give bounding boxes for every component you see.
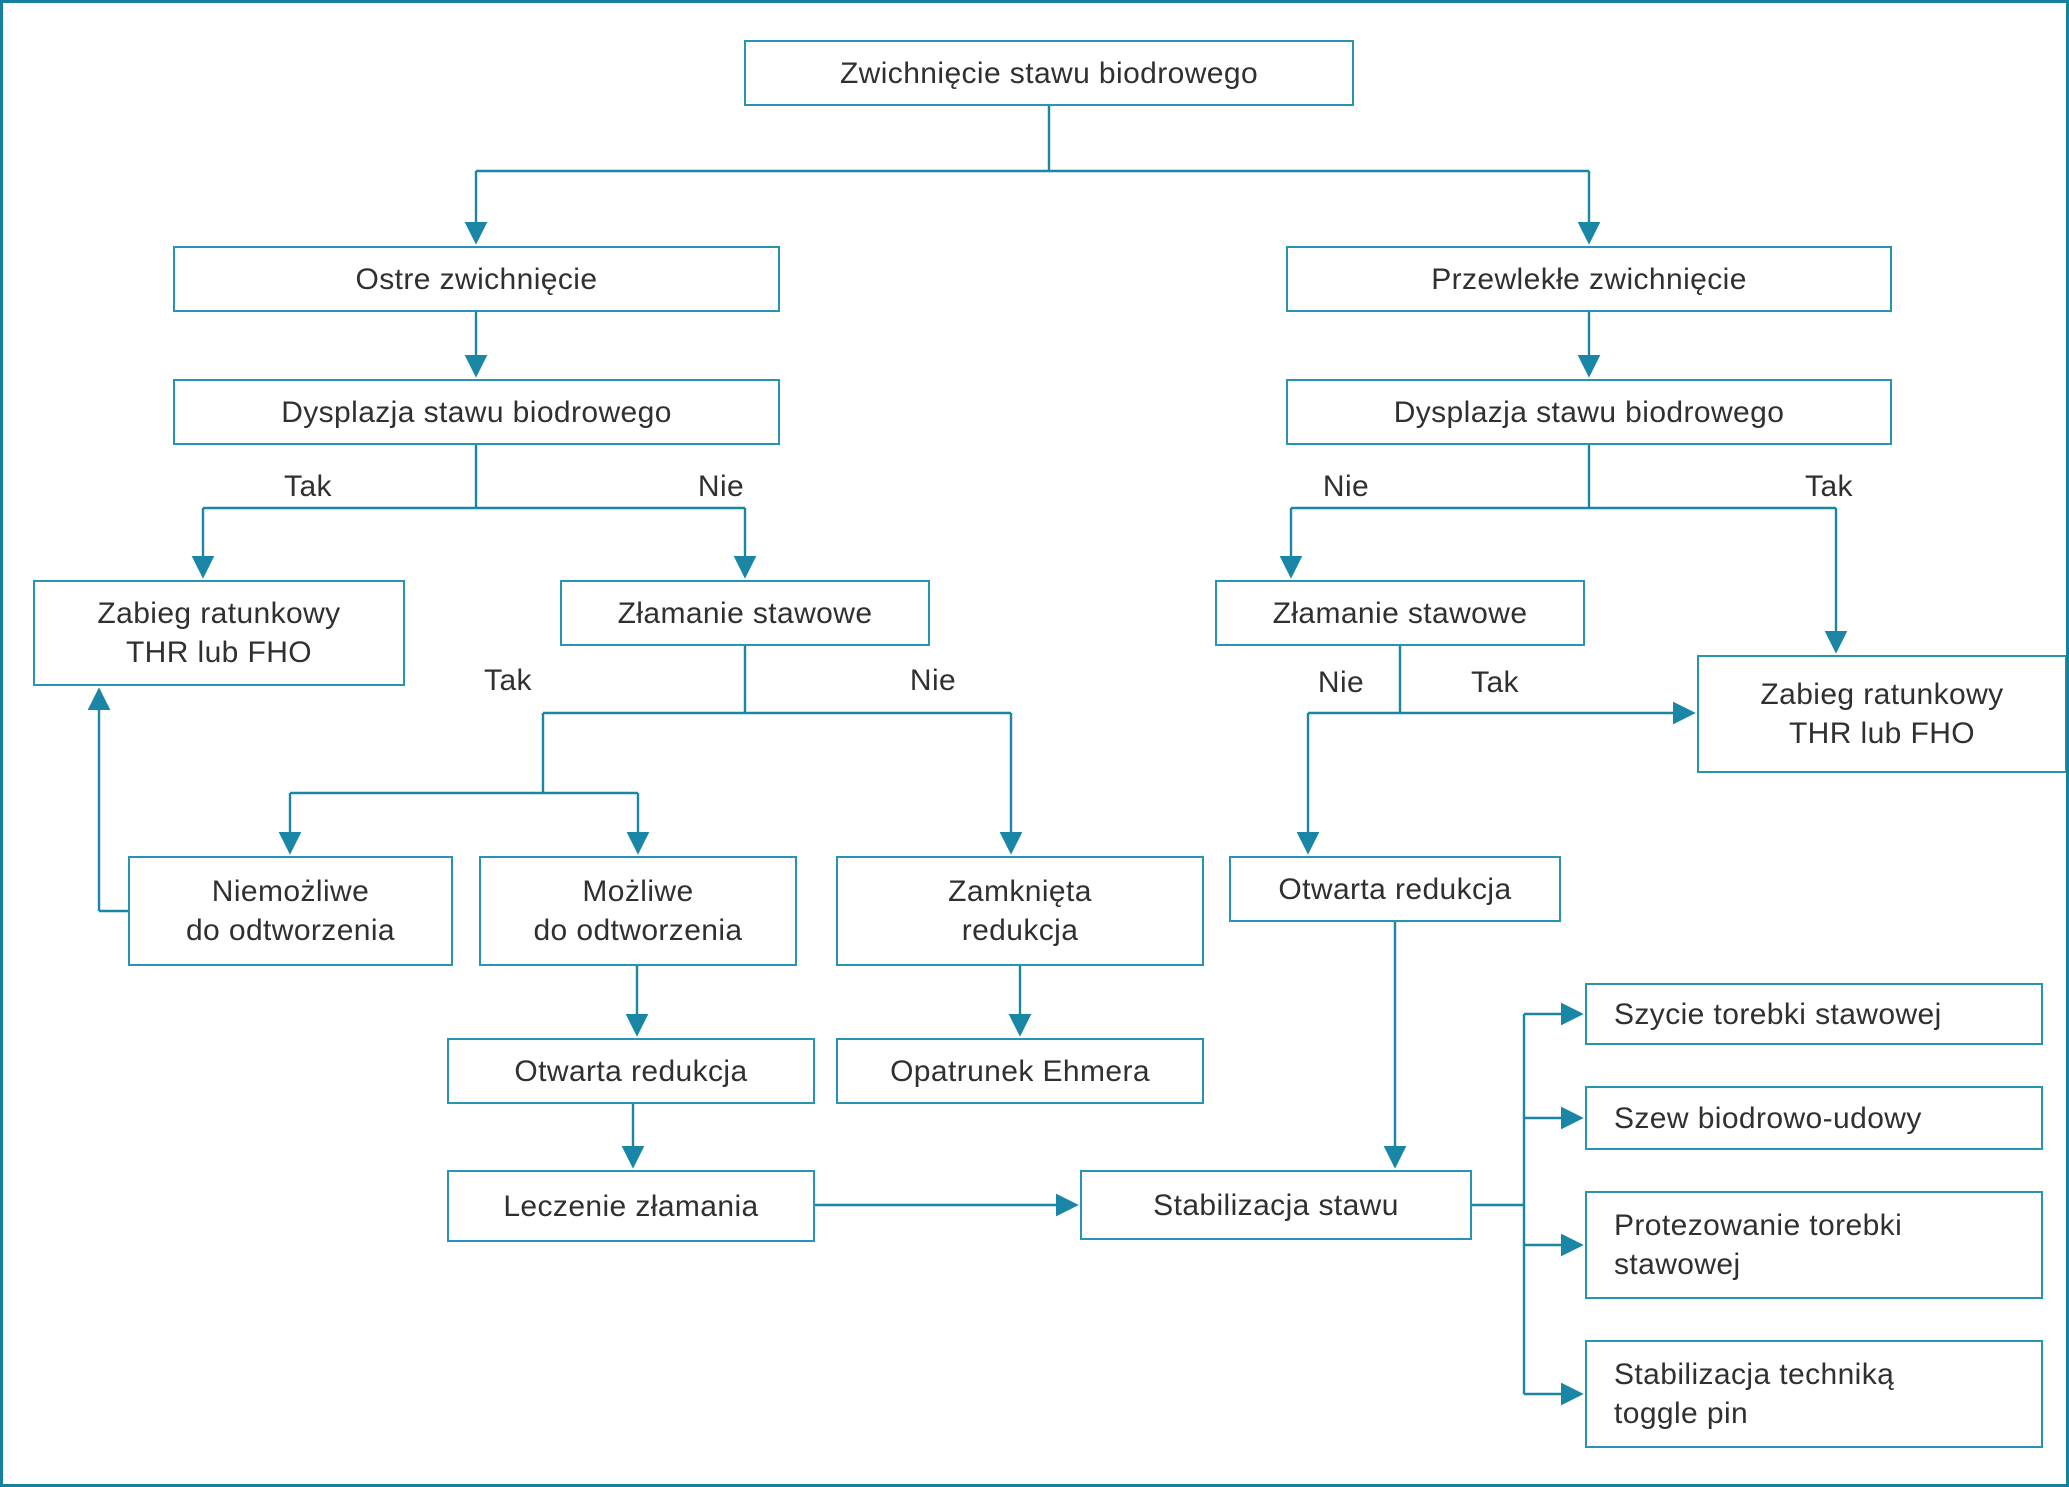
node-otwarta-redukcja-right: Otwarta redukcja <box>1229 856 1561 922</box>
node-szycie-torebki-stawowej: Szycie torebki stawowej <box>1585 983 2043 1045</box>
node-zlamanie-stawowe-left: Złamanie stawowe <box>560 580 930 646</box>
edge-label-tak-dysr: Tak <box>1805 470 1853 503</box>
node-zabieg-ratunkowy-right: Zabieg ratunkowy THR lub FHO <box>1697 655 2066 773</box>
node-przewlekle-zwichniecie: Przewlekłe zwichnięcie <box>1286 246 1892 312</box>
edge-label-nie-dysl: Nie <box>697 470 745 503</box>
node-otwarta-redukcja-mid: Otwarta redukcja <box>447 1038 815 1104</box>
node-leczenie-zlamania: Leczenie złamania <box>447 1170 815 1242</box>
node-szew-biodrowo-udowy: Szew biodrowo-udowy <box>1585 1086 2043 1150</box>
node-dysplazja-right: Dysplazja stawu biodrowego <box>1286 379 1892 445</box>
edge-label-tak-zlamanier: Tak <box>1471 666 1519 699</box>
node-dysplazja-left: Dysplazja stawu biodrowego <box>173 379 780 445</box>
node-stabilizacja-stawu: Stabilizacja stawu <box>1080 1170 1472 1240</box>
node-opatrunek-ehmera: Opatrunek Ehmera <box>836 1038 1204 1104</box>
node-niemozliwe-do-odtworzenia: Niemożliwe do odtworzenia <box>128 856 453 966</box>
node-ostre-zwichniecie: Ostre zwichnięcie <box>173 246 780 312</box>
edge-label-nie-zlamanier: Nie <box>1317 666 1365 699</box>
edge-label-tak-dysl: Tak <box>284 470 332 503</box>
node-zamknieta-redukcja: Zamknięta redukcja <box>836 856 1204 966</box>
node-zabieg-ratunkowy-left: Zabieg ratunkowy THR lub FHO <box>33 580 405 686</box>
connector-lines <box>87 106 1848 1406</box>
node-zwichniecie-stawu-biodrowego: Zwichnięcie stawu biodrowego <box>744 40 1354 106</box>
node-mozliwe-do-odtworzenia: Możliwe do odtworzenia <box>479 856 797 966</box>
node-zlamanie-stawowe-right: Złamanie stawowe <box>1215 580 1585 646</box>
node-protezowanie-torebki: Protezowanie torebki stawowej <box>1585 1191 2043 1299</box>
edge-label-nie-zlamaniel: Nie <box>909 664 957 697</box>
edge-label-tak-zlamaniel: Tak <box>484 664 532 697</box>
edge-label-nie-dysr: Nie <box>1322 470 1370 503</box>
node-stabilizacja-toggle-pin: Stabilizacja techniką toggle pin <box>1585 1340 2043 1448</box>
